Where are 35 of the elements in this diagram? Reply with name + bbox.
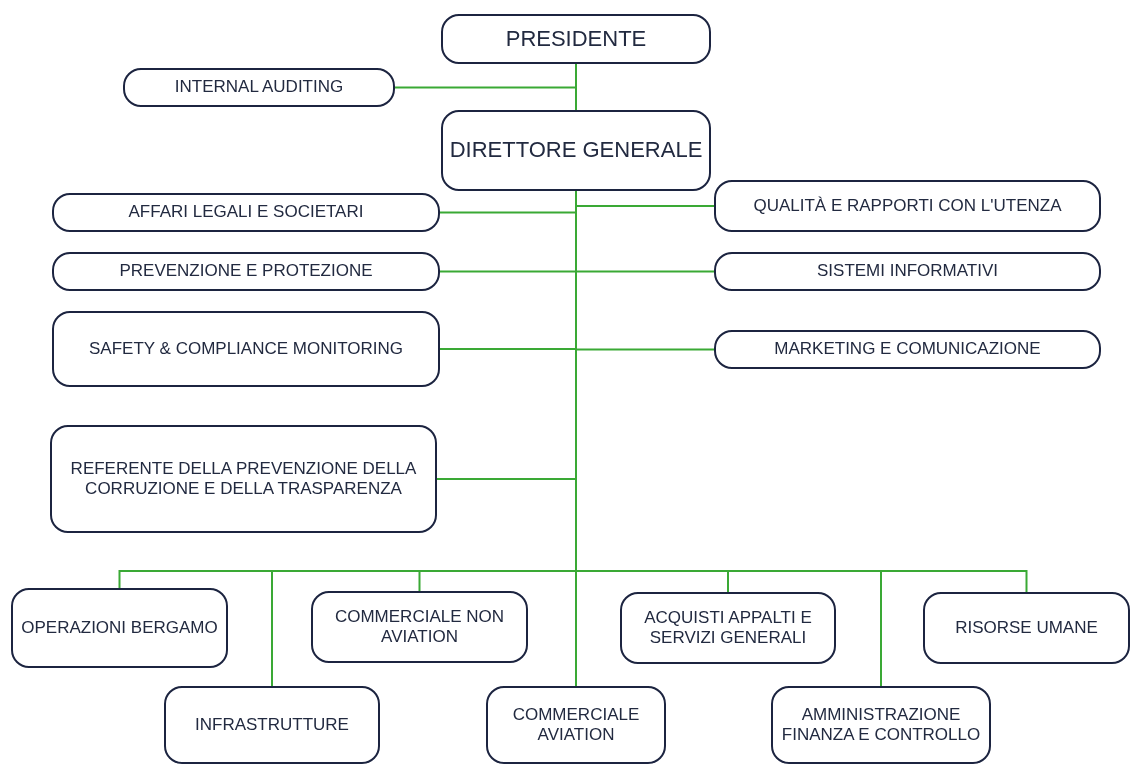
unit-label: REFERENTE DELLA PREVENZIONE DELLA CORRUZIONE E DELLA TRASPARENZA [69, 458, 418, 500]
unit-label: SAFETY & COMPLIANCE MONITORING [89, 338, 403, 360]
org-box [441, 14, 711, 64]
org-box [441, 110, 711, 191]
unit-label: MARKETING E COMUNICAZIONE [774, 339, 1041, 360]
org-box [771, 686, 991, 764]
unit-label: AFFARI LEGALI E SOCIETARI [128, 202, 364, 223]
unit-label: COMMERCIALE NON AVIATION [333, 606, 506, 648]
unit-label: COMMERCIALE AVIATION [511, 704, 641, 746]
org-box [123, 68, 395, 107]
org-box [714, 252, 1101, 291]
unit-label: DIRETTORE GENERALE [449, 137, 703, 164]
org-box [714, 330, 1101, 369]
org-box [52, 252, 440, 291]
unit-label: PREVENZIONE E PROTEZIONE [119, 261, 373, 282]
unit-label: QUALITÀ E RAPPORTI CON L'UTENZA [753, 195, 1062, 217]
org-box [52, 193, 440, 232]
unit-label: INTERNAL AUDITING [174, 77, 344, 98]
org-box [52, 311, 440, 387]
org-box [311, 591, 528, 663]
org-box [50, 425, 437, 533]
unit-label: RISORSE UMANE [955, 617, 1098, 639]
unit-label: OPERAZIONI BERGAMO [21, 617, 218, 639]
unit-label: ACQUISTI APPALTI E SERVIZI GENERALI [643, 607, 813, 649]
org-box [11, 588, 228, 668]
org-box [620, 592, 836, 664]
org-box [714, 180, 1101, 232]
org-box [164, 686, 380, 764]
unit-label: SISTEMI INFORMATIVI [817, 261, 998, 282]
unit-label: AMMINISTRAZIONE FINANZA E CONTROLLO [780, 704, 982, 746]
org-box [486, 686, 666, 764]
unit-label: INFRASTRUTTURE [195, 714, 349, 736]
org-box [923, 592, 1130, 664]
unit-label: PRESIDENTE [505, 25, 647, 53]
connector-line [575, 63, 577, 111]
